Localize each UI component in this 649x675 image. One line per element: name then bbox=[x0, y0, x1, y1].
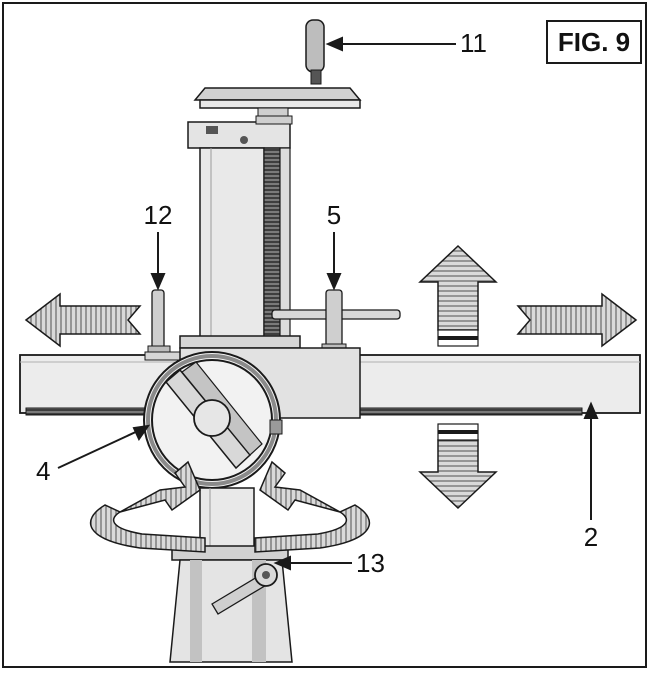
callout-12: 12 bbox=[144, 200, 173, 230]
callout-11: 11 bbox=[460, 28, 487, 58]
rotation-arrows bbox=[89, 460, 371, 553]
figure-title-box: FIG. 9 bbox=[546, 20, 642, 64]
handwheel-4 bbox=[143, 351, 283, 489]
callout-2: 2 bbox=[584, 522, 598, 552]
arm-right-arrow bbox=[516, 292, 638, 348]
arm-left-arrow bbox=[24, 292, 142, 348]
height-crank-wheel bbox=[193, 87, 362, 119]
horizontal-arm bbox=[19, 347, 641, 419]
height-crank-handle bbox=[305, 19, 325, 85]
leader-lines bbox=[57, 36, 599, 571]
column-head bbox=[187, 115, 293, 149]
lock-lever-12 bbox=[147, 289, 171, 357]
lower-column bbox=[199, 487, 255, 551]
callout-13: 13 bbox=[356, 548, 385, 578]
arm-up-arrow bbox=[418, 244, 498, 347]
lock-lever-13 bbox=[211, 563, 278, 615]
figure-title: FIG. 9 bbox=[558, 27, 630, 57]
callout-4: 4 bbox=[36, 456, 50, 486]
vertical-column bbox=[199, 147, 291, 344]
column-collar bbox=[179, 335, 301, 349]
arm-down-arrow bbox=[418, 423, 498, 510]
callout-5: 5 bbox=[327, 200, 341, 230]
